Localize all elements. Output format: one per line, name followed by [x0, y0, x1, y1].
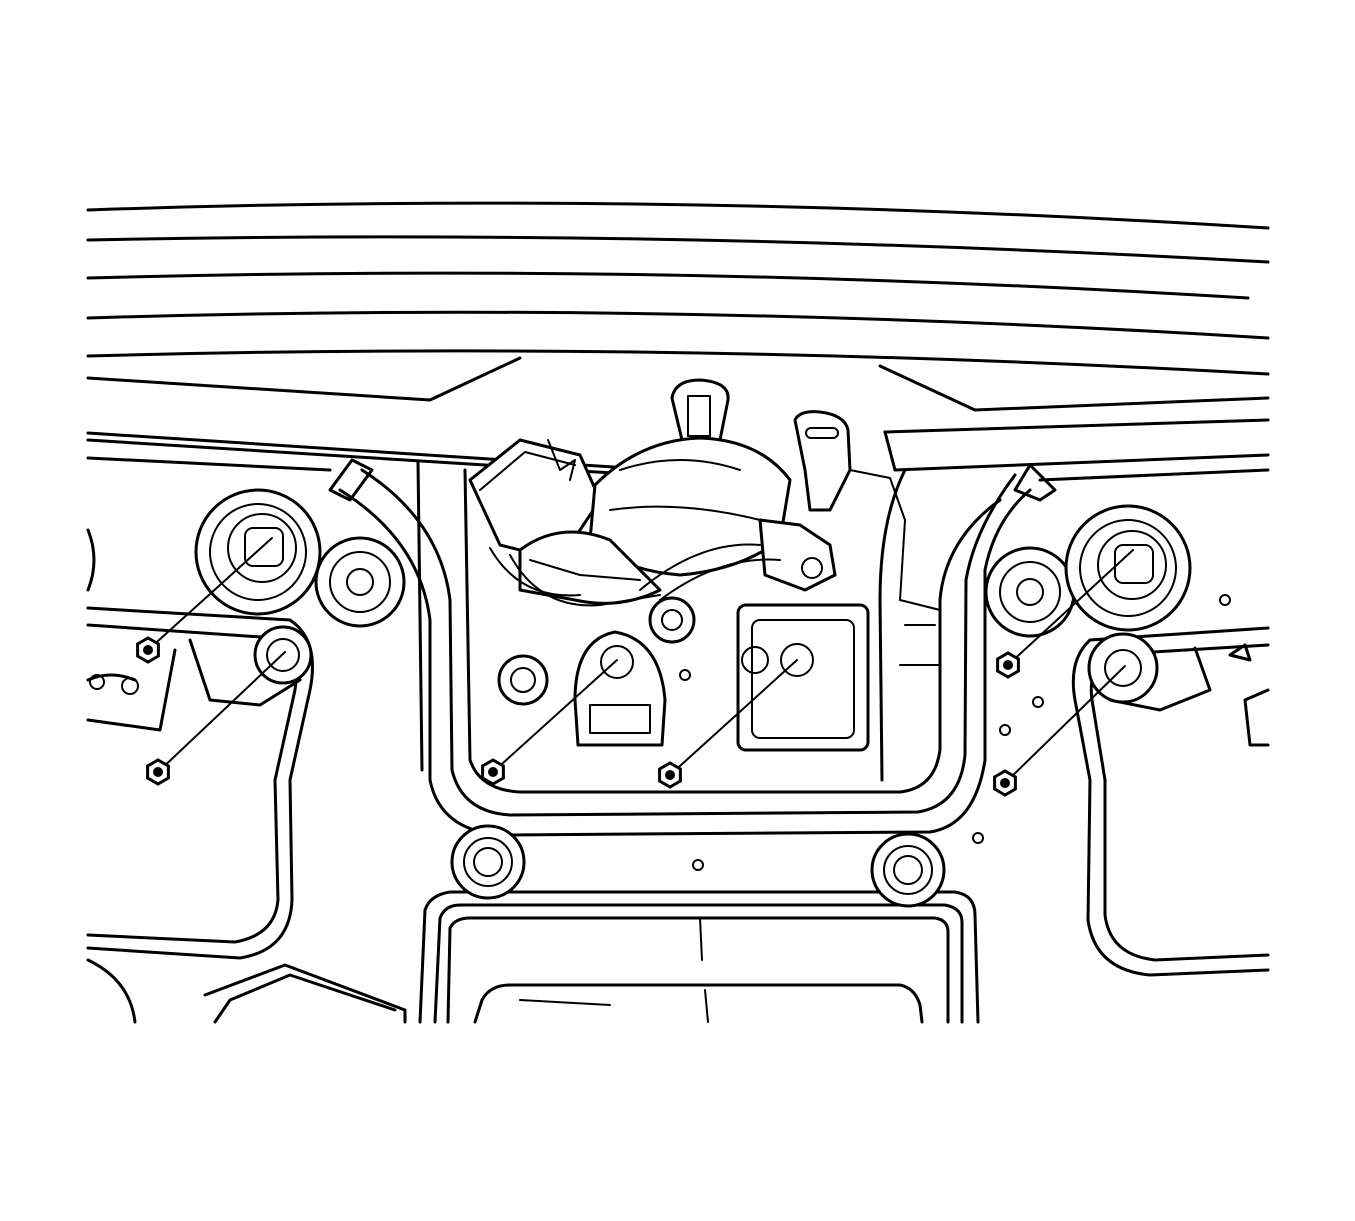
upper-trim-edge	[86, 356, 1270, 482]
wiper-motor-assembly	[468, 378, 941, 666]
fastener-nut-center-right-center	[665, 770, 675, 780]
fastener-nut-lower-left	[146, 758, 170, 786]
small-hex-markers	[679, 594, 1231, 871]
fastener-nut-upper-right-center	[1003, 660, 1013, 670]
fastener-nut-upper-left-center	[143, 645, 153, 655]
fastener-nut-lower-right	[993, 769, 1017, 797]
rear-glass-lines	[86, 201, 1270, 376]
fastener-nut-upper-left	[136, 636, 160, 664]
grommets	[89, 488, 1192, 908]
fastener-nut-upper-right	[996, 651, 1020, 679]
fastener-nuts	[136, 636, 1020, 797]
fastener-nut-center-right	[658, 761, 682, 789]
fastener-leader-lines	[147, 537, 1134, 784]
fastener-nut-center-left	[481, 758, 505, 786]
fastener-nut-lower-left-center	[153, 767, 163, 777]
fastener-nut-lower-right-center	[1000, 778, 1010, 788]
lower-center-opening	[418, 890, 980, 1024]
fastener-nut-center-left-center	[488, 767, 498, 777]
